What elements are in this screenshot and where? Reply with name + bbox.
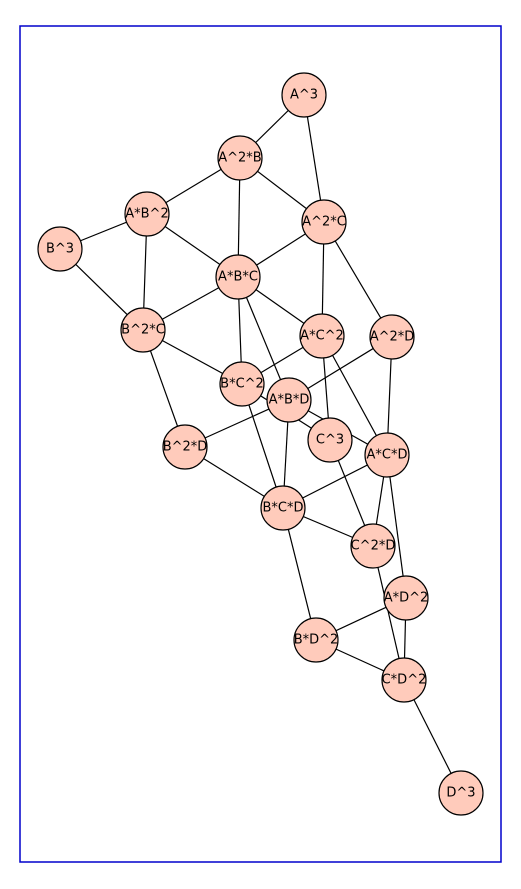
node-label: A^3 xyxy=(290,88,318,103)
node-circle xyxy=(120,307,166,353)
node-a3: A^3 xyxy=(281,72,327,118)
node-c3: C^3 xyxy=(307,417,353,463)
node-abd: A*B*D xyxy=(266,377,312,423)
node-circle xyxy=(215,254,261,300)
node-circle xyxy=(299,313,345,359)
node-label: B*C^2 xyxy=(220,377,264,392)
node-a2d: A^2*D xyxy=(369,314,415,360)
node-b3: B^3 xyxy=(37,226,83,272)
node-label: A*B^2 xyxy=(125,207,168,222)
node-circle xyxy=(438,770,484,816)
node-circle xyxy=(162,424,208,470)
node-label: A*B*C xyxy=(218,270,258,285)
node-ab2: A*B^2 xyxy=(124,191,170,237)
node-circle xyxy=(37,226,83,272)
node-bcd: B*C*D xyxy=(260,485,306,531)
frame-border xyxy=(19,25,502,863)
node-label: D^3 xyxy=(446,786,475,801)
node-circle xyxy=(301,199,347,245)
node-label: A*D^2 xyxy=(384,591,429,606)
node-ac2: A*C^2 xyxy=(299,313,345,359)
node-circle xyxy=(350,523,396,569)
node-label: A^2*D xyxy=(370,330,415,345)
node-label: C*D^2 xyxy=(382,673,427,688)
node-label: A^2*C xyxy=(302,215,346,230)
node-d3: D^3 xyxy=(438,770,484,816)
node-label: B^2*D xyxy=(163,440,208,455)
edge-acd-ad2 xyxy=(386,454,407,599)
node-label: A^2*B xyxy=(218,151,261,166)
node-bc2: B*C^2 xyxy=(219,361,265,407)
node-label: A*B*D xyxy=(269,393,310,408)
node-label: B^2*C xyxy=(121,323,165,338)
node-layer: A^3A^2*B A^2*C A*B^2B^3A*B*C B^2*C A*C^2 A^2*… xyxy=(37,72,484,816)
node-circle xyxy=(260,485,306,531)
node-label: A*C^2 xyxy=(300,329,344,344)
node-circle xyxy=(364,432,410,478)
node-cd2: C*D^2 xyxy=(381,657,427,703)
node-label: A*C*D xyxy=(367,448,408,463)
node-circle xyxy=(383,575,429,621)
node-circle xyxy=(266,377,312,423)
node-b2c: B^2*C xyxy=(120,307,166,353)
node-label: C^2*D xyxy=(351,539,396,554)
edge-bcd-bd2 xyxy=(282,507,317,641)
node-label: B*C*D xyxy=(262,501,303,516)
node-circle xyxy=(293,617,339,663)
node-c2d: C^2*D xyxy=(350,523,396,569)
node-label: B*D^2 xyxy=(294,633,339,648)
node-label: C^3 xyxy=(316,433,344,448)
node-circle xyxy=(307,417,353,463)
node-bd2: B*D^2 xyxy=(293,617,339,663)
node-circle xyxy=(381,657,427,703)
node-abc: A*B*C xyxy=(215,254,261,300)
node-circle xyxy=(369,314,415,360)
node-circle xyxy=(219,361,265,407)
node-acd: A*C*D xyxy=(364,432,410,478)
node-label: B^3 xyxy=(46,242,74,257)
node-circle xyxy=(281,72,327,118)
node-circle xyxy=(217,135,263,181)
node-a2b: A^2*B xyxy=(217,135,263,181)
node-b2d: B^2*D xyxy=(162,424,208,470)
node-ad2: A*D^2 xyxy=(383,575,429,621)
node-circle xyxy=(124,191,170,237)
edge-c2d-cd2 xyxy=(372,545,405,681)
node-a2c: A^2*C xyxy=(301,199,347,245)
